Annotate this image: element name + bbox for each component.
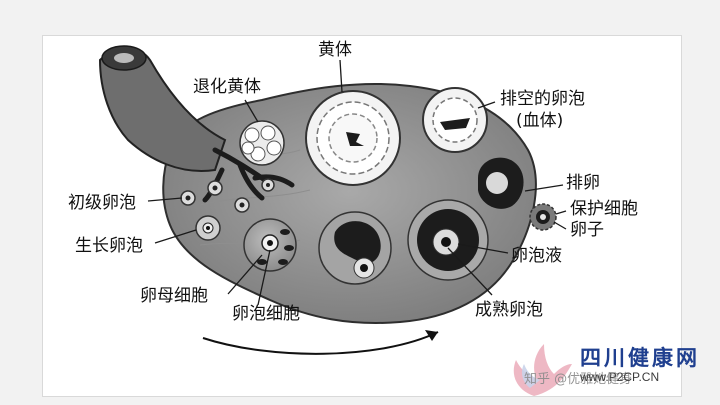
- label-empty-follicle: 排空的卵泡: [500, 89, 585, 109]
- watermark: 知乎 @优雅她健身 四川健康网 www.P2CP.CN: [496, 338, 720, 405]
- label-corpus-luteum: 黄体: [318, 40, 352, 60]
- pointer-lines: [147, 59, 567, 306]
- label-degenerating-corpus-luteum: 退化黄体: [193, 77, 261, 97]
- label-protective-cells: 保护细胞: [570, 199, 638, 219]
- cycle-arrow: [202, 331, 439, 355]
- primary-follicles: [180, 178, 275, 213]
- label-ovum: 卵子: [570, 220, 604, 240]
- empty-follicle: [422, 87, 488, 153]
- mature-follicle: [407, 199, 489, 281]
- watermark-zhihu-text: 知乎 @优雅她健身: [524, 372, 633, 387]
- label-growing-follicle: 生长卵泡: [75, 236, 143, 256]
- label-ovulation: 排卵: [566, 173, 600, 193]
- label-follicular-fluid: 卵泡液: [511, 246, 562, 266]
- label-mature-follicle: 成熟卵泡: [475, 300, 543, 320]
- growing-follicle: [195, 215, 221, 241]
- label-primary-follicle: 初级卵泡: [68, 193, 136, 213]
- ligament-opening-inner: [114, 53, 134, 63]
- watermark-phoenix-logo: [513, 344, 572, 396]
- label-follicle-cells: 卵泡细胞: [232, 304, 300, 324]
- released-ovum: [529, 203, 557, 231]
- antral-follicle: [318, 211, 392, 285]
- watermark-site-name: 四川健康网: [580, 346, 700, 370]
- degenerating-corpus-luteum: [239, 120, 285, 166]
- ovulating-follicle: [478, 157, 524, 209]
- developing-follicle: [243, 218, 297, 272]
- label-corpus-hemorrhagicum: (血体): [516, 111, 564, 131]
- watermark-url: www.P2CP.CN: [580, 370, 660, 384]
- cycle-arrowhead: [425, 330, 438, 341]
- corpus-luteum: [305, 90, 401, 186]
- label-oocyte: 卵母细胞: [140, 286, 208, 306]
- blood-vessels: [202, 147, 295, 203]
